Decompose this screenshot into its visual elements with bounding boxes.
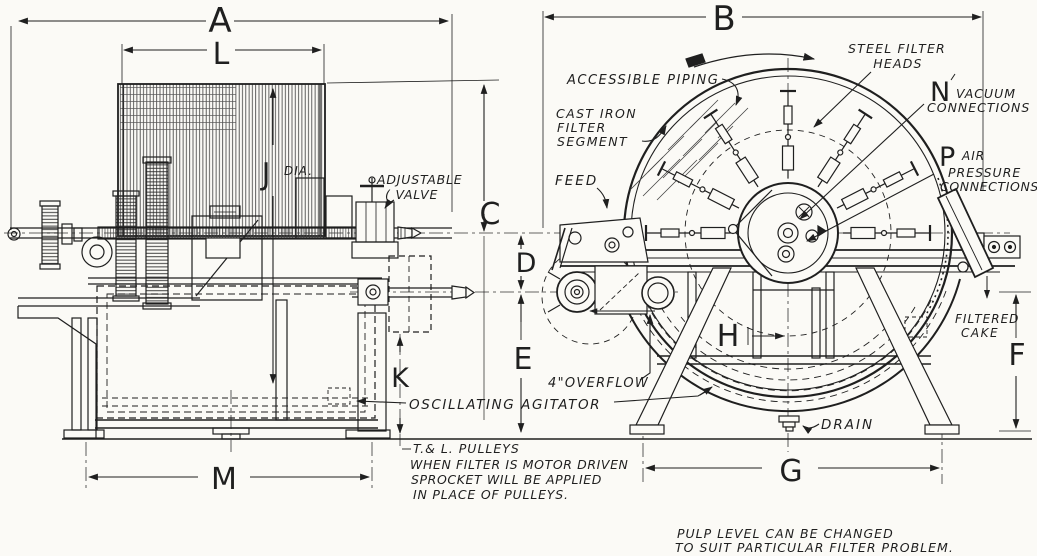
rotation-arrow bbox=[685, 52, 816, 68]
side-view bbox=[7, 83, 476, 440]
drain-label: DRAIN bbox=[821, 417, 874, 433]
cast-iron-label-2: FILTER bbox=[557, 120, 607, 135]
bearing-and-valve bbox=[295, 176, 423, 259]
vacuum-label-1: VACUUM bbox=[956, 86, 1016, 101]
pulleys-note-line-2: WHEN FILTER IS MOTOR DRIVEN bbox=[410, 457, 629, 472]
accessible-piping-label: ACCESSIBLE PIPING bbox=[566, 73, 719, 88]
dim-label-f: F bbox=[1008, 338, 1025, 373]
dim-label-d: D bbox=[516, 248, 537, 279]
pulp-vat bbox=[88, 277, 382, 440]
feed-label: FEED bbox=[555, 173, 598, 189]
steel-heads-leader bbox=[813, 71, 872, 128]
drive-shaft-and-pulleys bbox=[352, 255, 476, 333]
dim-label-l: L bbox=[213, 37, 230, 72]
dim-label-c: C bbox=[480, 197, 501, 232]
air-label-1: AIR bbox=[961, 149, 985, 163]
vacuum-leader bbox=[799, 103, 925, 220]
side-view-frame bbox=[17, 297, 391, 439]
drain-leader bbox=[802, 423, 820, 435]
pulleys-note-line-4: IN PLACE OF PULLEYS. bbox=[413, 487, 569, 502]
dim-label-h: H bbox=[717, 319, 740, 354]
dim-label-n: N bbox=[930, 77, 950, 108]
vacuum-label-2: CONNECTIONS bbox=[927, 100, 1030, 115]
air-pressure-leader bbox=[806, 173, 935, 242]
steel-filter-heads-label-1: STEEL FILTER bbox=[848, 41, 946, 56]
agitator-hidden-outline bbox=[327, 387, 351, 405]
dim-label-j: J bbox=[260, 157, 271, 192]
dim-label-e: E bbox=[514, 342, 533, 377]
dim-a bbox=[10, 14, 453, 230]
air-label-3: CONNECTIONS bbox=[940, 179, 1037, 194]
cake-chute bbox=[936, 187, 995, 299]
feed-assembly bbox=[541, 217, 675, 345]
dim-label-p: P bbox=[939, 142, 955, 173]
dashed-pulleys bbox=[388, 255, 432, 333]
pulleys-note-line-3: SPROCKET WILL BE APPLIED bbox=[411, 472, 602, 487]
dim-f bbox=[999, 291, 1031, 432]
overflow-leader bbox=[639, 315, 651, 381]
agitator-left-leader bbox=[356, 398, 407, 405]
feed-leader bbox=[596, 187, 610, 209]
dimension-letters: A L B C D E F G H J DIA. K M N P bbox=[208, 0, 1025, 497]
gear-train bbox=[7, 156, 263, 310]
adjustable-valve-label-1: ADJUSTABLE bbox=[376, 172, 462, 187]
air-label-2: PRESSURE bbox=[948, 165, 1021, 180]
pulp-note-line-2: TO SUIT PARTICULAR FILTER PROBLEM. bbox=[675, 540, 954, 555]
adjustable-valve-leader bbox=[384, 198, 395, 209]
dim-label-m: M bbox=[211, 462, 237, 497]
trunnion-bearing bbox=[556, 271, 598, 313]
filtered-cake-label-1: FILTERED bbox=[955, 312, 1019, 326]
dim-c bbox=[326, 79, 500, 420]
pulleys-note-line-1: T.& L. PULLEYS bbox=[413, 441, 520, 456]
dimension-lines bbox=[10, 11, 1031, 481]
dim-label-g: G bbox=[779, 454, 802, 489]
pulp-note-line-1: PULP LEVEL CAN BE CHANGED bbox=[677, 526, 894, 541]
dim-b bbox=[542, 11, 984, 228]
drain-fitting bbox=[778, 415, 800, 432]
annotation-texts: ACCESSIBLE PIPING STEEL FILTER HEADS CAS… bbox=[376, 41, 1037, 555]
cast-iron-label-3: SEGMENT bbox=[557, 134, 628, 149]
overflow-label: 4"OVERFLOW bbox=[548, 376, 649, 391]
cast-iron-leader bbox=[641, 125, 667, 142]
filtered-cake-label-2: CAKE bbox=[961, 326, 999, 340]
dim-label-k: K bbox=[391, 363, 410, 394]
n-tick-mark bbox=[950, 73, 956, 81]
a-frame-legs bbox=[629, 267, 960, 435]
oscillating-agitator-label: OSCILLATING AGITATOR bbox=[409, 397, 601, 413]
dim-label-j-dia: DIA. bbox=[284, 164, 313, 178]
adjustable-valve-label-2: ( VALVE bbox=[385, 187, 438, 202]
accessible-piping-leader bbox=[721, 78, 743, 106]
dim-label-a: A bbox=[208, 1, 231, 41]
cast-iron-label-1: CAST IRON bbox=[556, 106, 637, 121]
dim-label-b: B bbox=[712, 0, 735, 39]
dim-h bbox=[747, 327, 785, 345]
overflow-pipe bbox=[641, 276, 675, 310]
leader-lines bbox=[356, 71, 956, 450]
dim-l bbox=[121, 44, 325, 84]
gear-bracket bbox=[191, 215, 263, 301]
steel-filter-heads-label-2: HEADS bbox=[873, 56, 922, 71]
